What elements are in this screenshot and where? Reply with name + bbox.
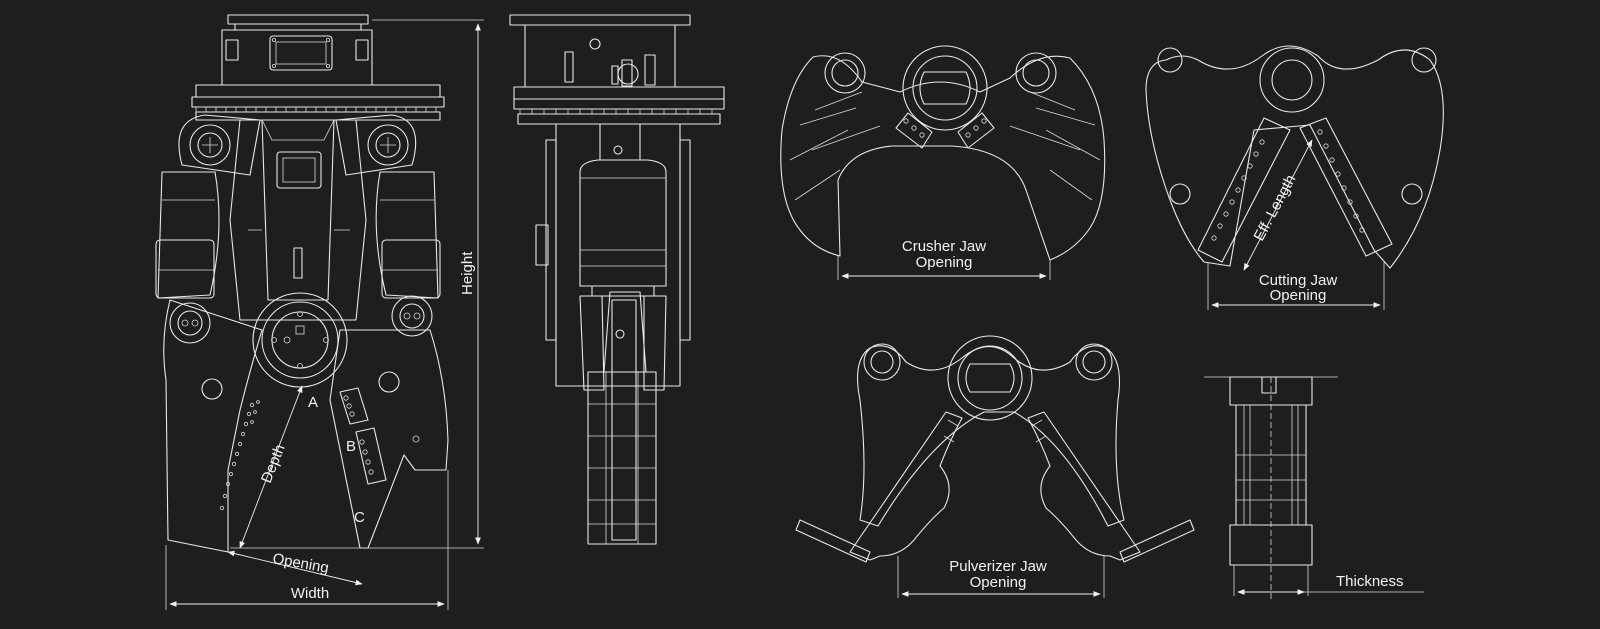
thickness-view: Thickness [1204, 376, 1424, 600]
opening-label: Opening [271, 550, 330, 577]
crusher-jaw-label-line2: Opening [916, 254, 973, 271]
point-c-label: C [354, 509, 365, 526]
crusher-jaw-view: Crusher Jaw Opening [780, 45, 1106, 280]
eff-length-label: Eff. Length [1251, 172, 1300, 244]
side-view [509, 14, 725, 545]
cutting-jaw-view: Eff. Length Cutting Jaw Opening [1145, 45, 1444, 310]
point-b-label: B [346, 438, 356, 455]
crusher-jaw-label-line1: Crusher Jaw [902, 238, 986, 255]
pulverizer-jaw-view: Pulverizer Jaw Opening [795, 335, 1195, 598]
front-view: Height Width Depth Opening A B C [155, 14, 484, 610]
width-label: Width [291, 585, 329, 602]
pulverizer-jaw-label-line2: Opening [970, 574, 1027, 591]
pulverizer-jaw-label-line1: Pulverizer Jaw [949, 558, 1047, 575]
thickness-label: Thickness [1336, 573, 1404, 590]
point-a-label: A [308, 394, 318, 411]
cutting-jaw-label-line1: Cutting Jaw [1259, 272, 1338, 289]
height-label: Height [459, 251, 476, 295]
depth-label: Depth [258, 442, 289, 485]
cutting-jaw-label-line2: Opening [1270, 287, 1327, 304]
